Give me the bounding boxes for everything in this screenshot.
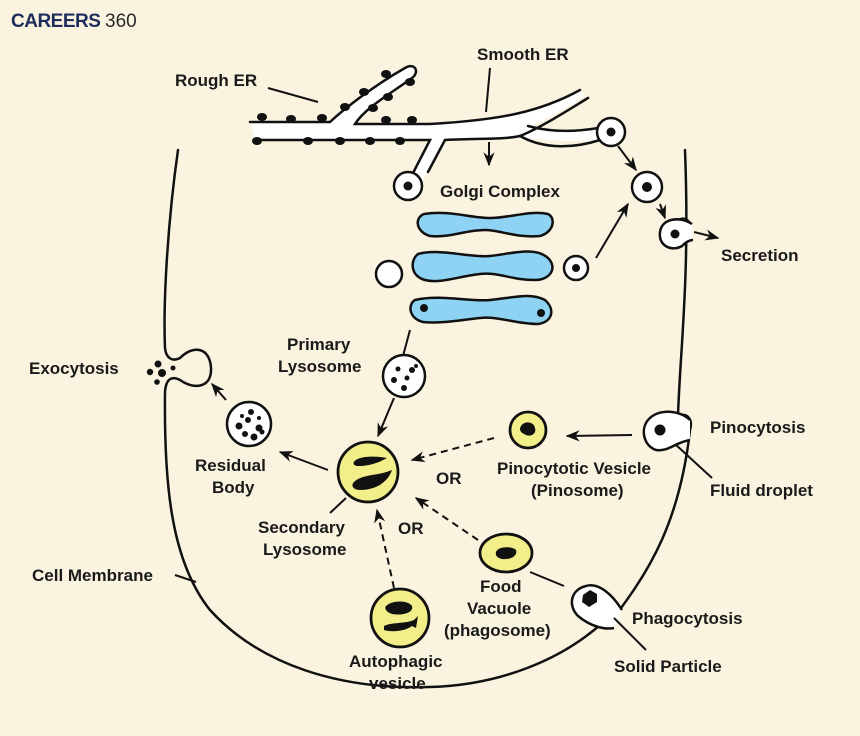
arrow-to-residual-body bbox=[278, 451, 329, 471]
label-autophagic-vesicle-line2: vesicle bbox=[369, 674, 426, 693]
vesicle-content-dot bbox=[572, 264, 580, 272]
dashed-arrow-autophagic-to-secondary bbox=[374, 508, 395, 589]
golgi-dot bbox=[420, 304, 428, 312]
organelle-fragment bbox=[385, 601, 413, 615]
solid-particle bbox=[582, 590, 597, 607]
label-pinocytotic-vesicle-line2: (Pinosome) bbox=[531, 481, 624, 500]
rough-er-pointer bbox=[267, 87, 319, 103]
secondary-lysosome bbox=[278, 440, 400, 514]
pinocytosis-pathway bbox=[410, 410, 713, 479]
label-solid-particle: Solid Particle bbox=[614, 657, 722, 676]
golgi-complex bbox=[374, 211, 590, 326]
vesicle-content-dot bbox=[606, 127, 616, 137]
fluid-droplet-dot bbox=[654, 424, 666, 436]
label-primary-lysosome-line2: Lysosome bbox=[278, 357, 361, 376]
label-autophagic-vesicle-line1: Autophagic bbox=[349, 652, 443, 671]
digesting-material bbox=[353, 456, 387, 466]
label-or-upper: OR bbox=[436, 469, 462, 488]
arrow-to-secretory-vesicle bbox=[595, 202, 629, 259]
label-residual-body-line1: Residual bbox=[195, 456, 266, 475]
residual-body-debris bbox=[235, 409, 265, 441]
ribosomes bbox=[252, 70, 417, 145]
label-secondary-lysosome-line2: Lysosome bbox=[263, 540, 346, 559]
cell-membrane-left bbox=[163, 148, 602, 689]
logo-number: 360 bbox=[105, 11, 137, 32]
label-pinocytotic-vesicle-line1: Pinocytotic Vesicle bbox=[497, 459, 651, 478]
endoplasmic-reticulum bbox=[248, 64, 627, 202]
label-phagocytosis: Phagocytosis bbox=[632, 609, 743, 628]
vesicle-content-dot bbox=[642, 182, 652, 192]
primary-lysosome bbox=[377, 329, 427, 438]
er-lumen bbox=[250, 66, 600, 185]
label-cell-membrane: Cell Membrane bbox=[32, 566, 153, 585]
label-food-vacuole-line1: Food bbox=[480, 577, 522, 596]
golgi-cisterna-3 bbox=[409, 294, 553, 326]
golgi-cisterna-2 bbox=[411, 250, 554, 283]
exocytosis-particles bbox=[146, 360, 176, 385]
food-particle bbox=[495, 547, 517, 560]
fluid-droplet-pointer bbox=[674, 443, 713, 479]
er-lower-outline bbox=[253, 138, 433, 177]
arrow-to-membrane bbox=[655, 203, 667, 220]
vesicle-content-dot bbox=[670, 229, 680, 239]
dashed-arrow-food-vacuole-to-secondary bbox=[414, 497, 479, 541]
label-exocytosis: Exocytosis bbox=[29, 359, 119, 378]
dashed-arrow-pinosome-to-secondary bbox=[410, 437, 495, 463]
label-smooth-er: Smooth ER bbox=[477, 45, 569, 64]
careers360-logo: CAREERS 360 bbox=[11, 11, 137, 32]
label-fluid-droplet: Fluid droplet bbox=[710, 481, 813, 500]
secondary-lysosome-pointer bbox=[329, 497, 347, 514]
label-residual-body-line2: Body bbox=[212, 478, 255, 497]
label-secondary-lysosome-line1: Secondary bbox=[258, 518, 345, 537]
label-rough-er: Rough ER bbox=[175, 71, 257, 90]
residual-body bbox=[211, 382, 273, 448]
autophagic-vesicle bbox=[369, 508, 431, 649]
label-pinocytosis: Pinocytosis bbox=[710, 418, 805, 437]
golgi-empty-vesicle bbox=[374, 259, 404, 289]
digesting-material bbox=[352, 470, 392, 490]
food-vacuole-pointer bbox=[529, 571, 565, 587]
golgi-cisterna-1 bbox=[416, 211, 554, 238]
label-food-vacuole-line2: Vacuole bbox=[467, 599, 531, 618]
er-tube-right bbox=[426, 138, 447, 174]
arrow-to-exocytosis bbox=[211, 382, 227, 401]
phagocytic-cup bbox=[570, 583, 624, 630]
smooth-er-upper-branch bbox=[526, 124, 600, 133]
logo-text: CAREERS bbox=[11, 11, 100, 32]
vesicle-content-dot bbox=[403, 181, 413, 191]
golgi-to-primary-line bbox=[402, 329, 411, 357]
smooth-er-pointer bbox=[485, 67, 491, 113]
autophagic-vesicle-circle bbox=[369, 587, 431, 649]
secretion-arrow bbox=[693, 229, 720, 241]
golgi-dot bbox=[537, 309, 545, 317]
er-upper-outline bbox=[248, 64, 582, 126]
residual-body-circle bbox=[225, 400, 273, 448]
phagocytosis-pathway bbox=[414, 497, 647, 651]
arrow-to-secondary-lysosome bbox=[377, 397, 395, 438]
label-golgi-complex: Golgi Complex bbox=[440, 182, 561, 201]
arrow-to-pinosome bbox=[565, 430, 633, 442]
smooth-er-lower-branch bbox=[518, 134, 602, 148]
primary-lysosome-enzymes bbox=[391, 364, 418, 391]
pinocytic-invagination bbox=[642, 410, 691, 452]
label-secretion: Secretion bbox=[721, 246, 798, 265]
arrow-smooth-er-to-vesicle bbox=[617, 145, 637, 172]
solid-particle-pointer bbox=[613, 617, 647, 651]
secretion-pathway bbox=[595, 145, 720, 259]
organelle-fragment bbox=[384, 616, 418, 632]
label-or-lower: OR bbox=[398, 519, 424, 538]
label-food-vacuole-line3: (phagosome) bbox=[444, 621, 551, 640]
pinosome-content bbox=[520, 422, 536, 436]
label-primary-lysosome-line1: Primary bbox=[287, 335, 351, 354]
cell-membrane-pointer bbox=[174, 574, 197, 583]
